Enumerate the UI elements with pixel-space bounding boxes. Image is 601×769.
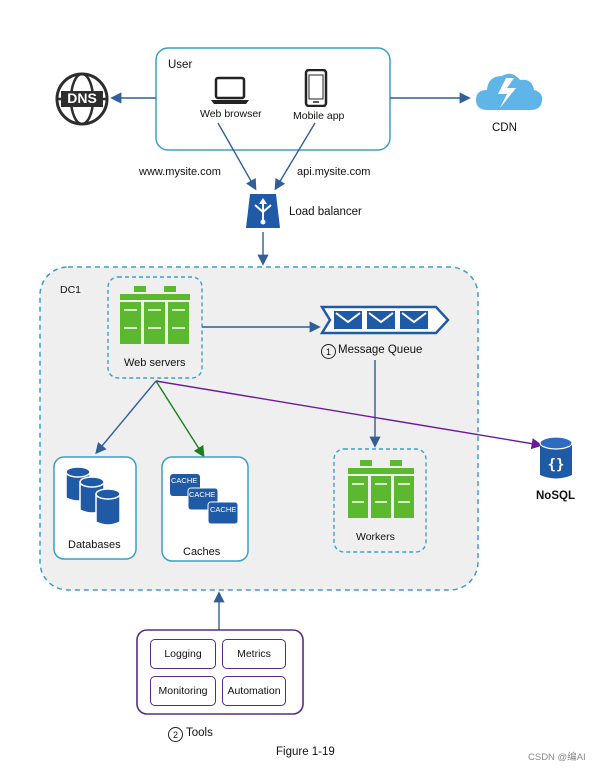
envelope-icon [367, 311, 395, 329]
web-servers-label: Web servers [124, 357, 186, 369]
tool-automation-label: Automation [227, 685, 281, 697]
arrow-mobile-lb [274, 122, 316, 191]
server-rack-icon [346, 458, 416, 520]
user-title: User [168, 59, 193, 71]
tools-number-badge: 2 [168, 727, 183, 742]
dc1-container [39, 266, 479, 591]
tools-title: Tools [186, 727, 213, 739]
watermark: CSDN @编AI [528, 752, 586, 763]
api-url-label: api.mysite.com [297, 166, 371, 178]
load-balancer-icon [244, 192, 282, 230]
cache-text-1: CACHE [171, 476, 198, 485]
tool-automation: Automation [222, 676, 286, 706]
nosql-cylinder-icon: {} [538, 436, 574, 482]
phone-icon [304, 68, 328, 108]
mq-number-badge: 1 [321, 344, 336, 359]
tool-monitoring-label: Monitoring [158, 685, 208, 697]
load-balancer-label: Load balancer [289, 206, 362, 218]
nosql-label: NoSQL [536, 490, 575, 502]
database-cylinder-icon [64, 466, 126, 528]
envelope-icon [400, 311, 428, 329]
web-browser-label: Web browser [200, 108, 262, 120]
workers-box [333, 448, 427, 553]
arrow-web-db [95, 380, 157, 455]
laptop-icon [210, 76, 250, 106]
arrow-web-lb [217, 122, 257, 191]
tool-logging: Logging [150, 639, 216, 669]
dc1-title: DC1 [60, 284, 82, 296]
cache-stack-icon [168, 472, 242, 526]
tool-logging-label: Logging [164, 648, 202, 660]
cdn-label: CDN [492, 122, 517, 134]
svg-text:{}: {} [548, 457, 565, 473]
user-box [155, 47, 391, 151]
workers-label: Workers [356, 531, 395, 543]
figure-caption: Figure 1-19 [276, 746, 335, 758]
dns-label: DNS [67, 90, 97, 106]
arrow-web-nosql [155, 380, 543, 450]
cache-text-3: CACHE [210, 505, 237, 514]
tool-metrics: Metrics [222, 639, 286, 669]
cdn-cloud-icon [474, 66, 544, 114]
envelope-icon [334, 311, 362, 329]
dns-globe-icon [55, 72, 109, 126]
message-queue-label: Message Queue [338, 344, 423, 356]
caches-label: Caches [183, 546, 221, 558]
message-queue-icon [319, 303, 450, 337]
cache-text-2: CACHE [189, 490, 216, 499]
web-url-label: www.mysite.com [139, 166, 221, 178]
arrow-web-cache [155, 380, 205, 458]
tool-metrics-label: Metrics [237, 648, 271, 660]
web-servers-box [107, 276, 203, 379]
databases-label: Databases [68, 539, 121, 551]
mobile-app-label: Mobile app [293, 110, 345, 122]
tool-monitoring: Monitoring [150, 676, 216, 706]
server-rack-icon [118, 284, 192, 346]
